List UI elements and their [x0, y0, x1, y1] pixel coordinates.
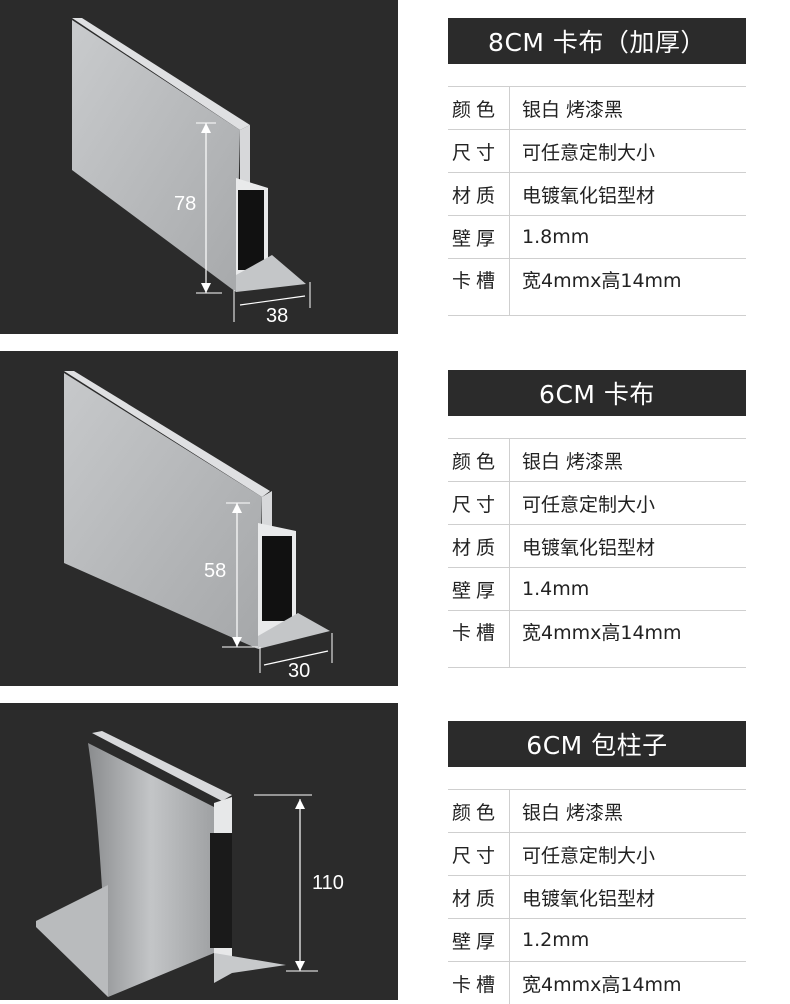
spec-row-size: 尺寸 可任意定制大小: [448, 130, 746, 173]
spec-value: 1.2mm: [522, 929, 590, 951]
spec-value: 银白 烤漆黑: [522, 801, 624, 824]
spec-row-thickness: 壁厚 1.4mm: [448, 568, 746, 611]
spec-table: 颜色 银白 烤漆黑 尺寸 可任意定制大小 材质 电镀氧化铝型材 壁厚 1.4mm…: [448, 438, 746, 668]
product-title: 6CM 包柱子: [448, 721, 746, 767]
spec-row-thickness: 壁厚 1.8mm: [448, 216, 746, 259]
spec-label: 壁厚: [448, 919, 510, 961]
dimension-width-label: 38: [266, 305, 288, 327]
spec-label: 卡槽: [448, 962, 510, 1004]
aluminum-profile-image: 58 30: [64, 371, 333, 682]
spec-row-material: 材质 电镀氧化铝型材: [448, 876, 746, 919]
product-title: 6CM 卡布: [448, 370, 746, 416]
spec-row-slot: 卡槽 宽4mmx高14mm: [448, 962, 746, 1004]
spec-row-size: 尺寸 可任意定制大小: [448, 833, 746, 876]
spec-value: 电镀氧化铝型材: [522, 536, 656, 559]
spec-label: 壁厚: [448, 216, 510, 258]
aluminum-profile-image: 110: [36, 731, 344, 997]
spec-row-slot: 卡槽 宽4mmx高14mm: [448, 611, 746, 668]
spec-row-color: 颜色 银白 烤漆黑: [448, 439, 746, 482]
spec-row-color: 颜色 银白 烤漆黑: [448, 87, 746, 130]
aluminum-profile-image: 78 38: [72, 18, 311, 327]
spec-table: 颜色 银白 烤漆黑 尺寸 可任意定制大小 材质 电镀氧化铝型材 壁厚 1.2mm…: [448, 789, 746, 1004]
spec-label: 壁厚: [448, 568, 510, 610]
spec-value: 宽4mmx高14mm: [522, 622, 682, 644]
spec-value: 银白 烤漆黑: [522, 98, 624, 121]
spec-label: 卡槽: [448, 259, 510, 315]
product-spec-panel-3: 6CM 包柱子 颜色 银白 烤漆黑 尺寸 可任意定制大小 材质 电镀氧化铝型材 …: [448, 721, 746, 1004]
spec-label: 卡槽: [448, 611, 510, 667]
dimension-width-label: 30: [288, 660, 310, 682]
spec-label: 材质: [448, 525, 510, 567]
spec-value: 可任意定制大小: [522, 493, 656, 516]
spec-row-size: 尺寸 可任意定制大小: [448, 482, 746, 525]
spec-row-material: 材质 电镀氧化铝型材: [448, 525, 746, 568]
spec-value: 可任意定制大小: [522, 844, 656, 867]
spec-row-thickness: 壁厚 1.2mm: [448, 919, 746, 962]
product-title: 8CM 卡布（加厚）: [448, 18, 746, 64]
dimension-height-label: 78: [174, 193, 196, 215]
spec-row-slot: 卡槽 宽4mmx高14mm: [448, 259, 746, 316]
dimension-height-label: 58: [204, 560, 226, 582]
spec-label: 材质: [448, 173, 510, 215]
product-photo-2: 58 30: [0, 351, 398, 686]
spec-row-color: 颜色 银白 烤漆黑: [448, 790, 746, 833]
spec-value: 1.8mm: [522, 226, 590, 248]
spec-value: 电镀氧化铝型材: [522, 887, 656, 910]
spec-value: 银白 烤漆黑: [522, 450, 624, 473]
product-spec-panel-2: 6CM 卡布 颜色 银白 烤漆黑 尺寸 可任意定制大小 材质 电镀氧化铝型材 壁…: [448, 370, 746, 668]
spec-value: 电镀氧化铝型材: [522, 184, 656, 207]
spec-value: 宽4mmx高14mm: [522, 973, 682, 996]
spec-label: 尺寸: [448, 833, 510, 875]
spec-label: 尺寸: [448, 482, 510, 524]
spec-value: 可任意定制大小: [522, 141, 656, 164]
dimension-height-label: 110: [312, 872, 344, 894]
product-photo-1: 78 38: [0, 0, 398, 334]
spec-row-material: 材质 电镀氧化铝型材: [448, 173, 746, 216]
spec-label: 尺寸: [448, 130, 510, 172]
product-spec-panel-1: 8CM 卡布（加厚） 颜色 银白 烤漆黑 尺寸 可任意定制大小 材质 电镀氧化铝…: [448, 18, 746, 316]
spec-label: 颜色: [448, 439, 510, 481]
spec-value: 1.4mm: [522, 578, 590, 600]
spec-label: 颜色: [448, 790, 510, 832]
product-photo-3: 110: [0, 703, 398, 1000]
spec-label: 材质: [448, 876, 510, 918]
spec-value: 宽4mmx高14mm: [522, 270, 682, 292]
spec-label: 颜色: [448, 87, 510, 129]
spec-table: 颜色 银白 烤漆黑 尺寸 可任意定制大小 材质 电镀氧化铝型材 壁厚 1.8mm…: [448, 86, 746, 316]
